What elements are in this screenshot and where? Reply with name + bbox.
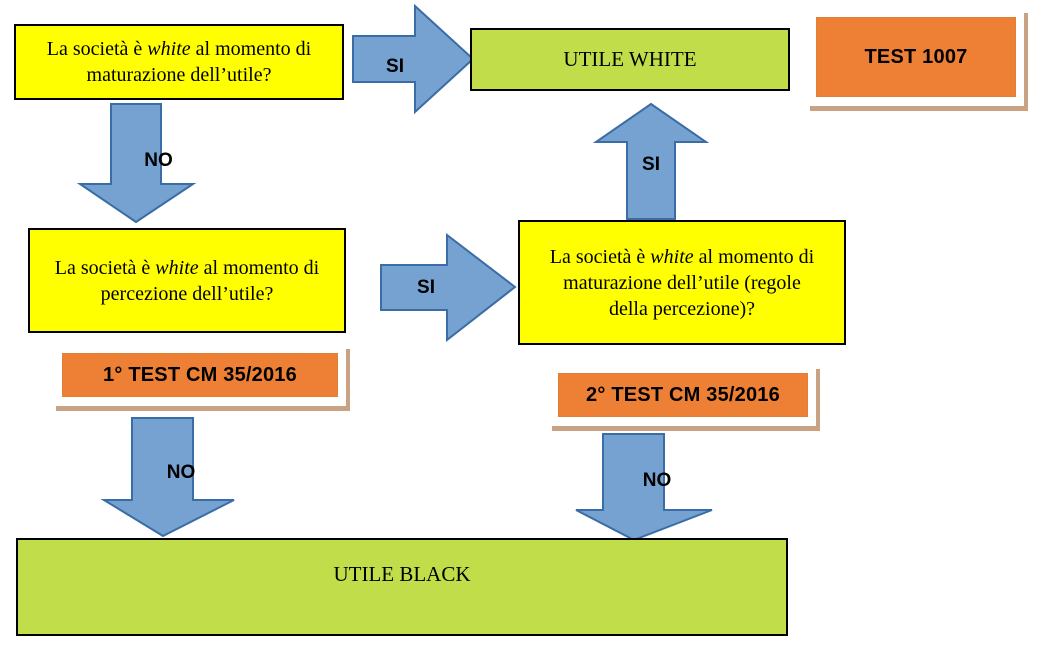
arrow-no-q2-to-utile-black[interactable]: NO	[100, 417, 235, 538]
arrow-si-q2-to-q3[interactable]: SI	[380, 232, 517, 343]
q2-line2: percezione dell’utile?	[100, 282, 274, 305]
q3-line3: della percezione)?	[608, 297, 755, 320]
decision-box-maturazione-utile[interactable]: La società è white al momento di maturaz…	[14, 24, 344, 100]
terminal-box-utile-black-text: UTILE BLACK	[333, 562, 471, 586]
arrow-no-q3-to-utile-black[interactable]: NO	[575, 433, 713, 542]
terminal-box-utile-white[interactable]: UTILE WHITE	[470, 28, 790, 91]
terminal-box-utile-black[interactable]: UTILE BLACK	[16, 538, 788, 636]
callout-test-2-cm-35-2016[interactable]: 2° TEST CM 35/2016	[548, 364, 816, 426]
q2-line1-italic: white	[155, 256, 199, 279]
arrow-no-q1-to-q2[interactable]: NO	[76, 103, 197, 224]
callout-test-1-cm-35-2016[interactable]: 1° TEST CM 35/2016	[52, 344, 346, 406]
decision-box-maturazione-regole-percezione-text: La società è white al momento di maturaz…	[520, 244, 844, 322]
arrow-si-q3-to-utile-white[interactable]: SI	[592, 102, 710, 220]
q1-line2: maturazione dell’utile?	[86, 64, 272, 86]
terminal-box-utile-white-text: UTILE WHITE	[563, 46, 697, 71]
callout-test-1007[interactable]: TEST 1007	[806, 8, 1024, 106]
q3-line1-italic: white	[650, 245, 694, 268]
q3-line1-part-b: al momento di	[693, 245, 815, 268]
decision-box-percezione-utile-text: La società è white al momento di percezi…	[30, 255, 344, 307]
q1-line1-part-a: La società è	[46, 38, 148, 60]
decision-box-percezione-utile[interactable]: La società è white al momento di percezi…	[28, 228, 346, 333]
decision-box-maturazione-utile-text: La società è white al momento di maturaz…	[16, 36, 342, 88]
arrow-si-q1-to-utile-white[interactable]: SI	[352, 3, 475, 115]
q3-line1-part-a: La società è	[549, 245, 651, 268]
q2-line1-part-b: al momento di	[198, 256, 320, 279]
decision-box-maturazione-regole-percezione[interactable]: La società è white al momento di maturaz…	[518, 220, 846, 345]
q1-line1-part-b: al momento di	[190, 38, 312, 60]
callout-test-1007-label: TEST 1007	[816, 17, 1016, 97]
callout-test-2-label: 2° TEST CM 35/2016	[558, 373, 808, 417]
callout-test-1-label: 1° TEST CM 35/2016	[62, 353, 338, 397]
q3-line2: maturazione dell’utile (regole	[563, 271, 801, 294]
q2-line1-part-a: La società è	[54, 256, 156, 279]
q1-line1-italic: white	[147, 38, 191, 60]
